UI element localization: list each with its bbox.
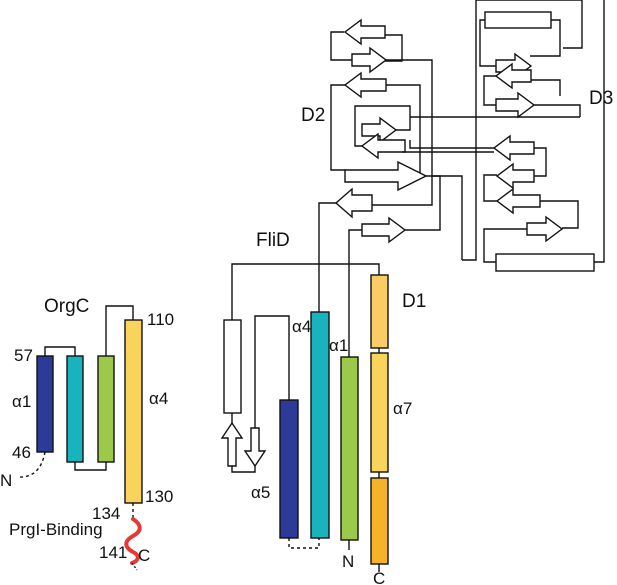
d2-strand-8 (361, 216, 407, 244)
orgc-res-57: 57 (14, 346, 33, 365)
orgc-res-141: 141 (99, 543, 127, 562)
prgi-binding-label: PrgI-Binding (9, 520, 103, 539)
d2-conn-6 (354, 105, 411, 147)
orgc-c-label: C (138, 546, 150, 565)
d3-strand-2 (494, 62, 532, 90)
orgc-loop-a3-a4 (105, 305, 134, 356)
d2-strand-1 (343, 18, 386, 46)
orgc-res-130: 130 (145, 487, 173, 506)
d3-conn-4 (530, 79, 561, 96)
d2-strand-4 (361, 116, 398, 144)
d1-label: D1 (402, 291, 426, 312)
orgc-helix-alpha3 (97, 355, 115, 463)
flid-a4-to-d2 (318, 202, 336, 312)
orgc-res-134: 134 (92, 504, 120, 523)
flid-d1-helix-bottom (370, 477, 389, 565)
orgc-c-end-dash (131, 562, 138, 571)
d3-helix-bottom (495, 253, 595, 272)
orgc-res-46: 46 (12, 443, 31, 462)
d2-strand-5 (360, 132, 406, 160)
d2-conn-2 (385, 34, 403, 62)
flid-alpha4-label: α4 (292, 317, 311, 336)
orgc-loop-a1-a2 (44, 346, 76, 356)
flid-a1-to-d2 (348, 229, 362, 357)
orgc-loop-a2-a3 (74, 462, 107, 471)
d3-conn-2 (530, 19, 561, 57)
orgc-alpha4-label: α4 (149, 389, 168, 408)
d2-conn-4 (330, 84, 345, 171)
orgc-n-terminus-dash (17, 451, 46, 478)
flid-top-connector (231, 263, 380, 320)
d3-strand-5 (495, 162, 535, 190)
orgc-group: OrgC 57 α1 46 N 110 α4 130 134 PrgI-Bind… (0, 296, 174, 571)
d2-strand-3 (343, 71, 387, 99)
flid-strand-hairpin (231, 466, 256, 473)
orgc-helix-alpha1 (36, 355, 54, 453)
d3-strand-6 (495, 187, 541, 215)
flid-alpha1-label: α1 (329, 336, 348, 355)
d3-frame-right (594, 0, 605, 263)
orgc-alpha1-label: α1 (12, 392, 31, 411)
d2-conn-3 (372, 59, 433, 206)
flid-strand-up (220, 421, 244, 467)
d3-conn-1 (479, 19, 496, 67)
flid-loop-strand-a5 (254, 315, 290, 436)
d3-conn-9 (483, 228, 527, 263)
orgc-n-label: N (0, 471, 12, 490)
flid-alpha5-label: α5 (251, 483, 270, 502)
d3-conn-3 (483, 75, 497, 106)
flid-helix-alpha5 (279, 399, 299, 539)
d3-conn-6 (533, 147, 547, 177)
d2-label: D2 (301, 105, 325, 126)
orgc-helix-alpha4 (124, 319, 143, 504)
d3-strand-4 (492, 134, 535, 162)
d3-conn-7 (483, 174, 497, 202)
d3-conn-5 (534, 104, 581, 117)
d3-helix-top (484, 11, 552, 29)
orgc-helix-alpha2 (66, 355, 84, 463)
prgi-binding-segment (124, 517, 142, 565)
flid-helix-alpha4 (310, 311, 330, 539)
orgc-title: OrgC (44, 296, 89, 317)
flid-white-helix (223, 319, 242, 414)
flid-n-label: N (342, 552, 354, 571)
flid-d1-helix-top (370, 274, 389, 349)
d2-strand-7 (334, 187, 373, 219)
d2-conn-1 (330, 31, 352, 61)
d3-frame-left-top (462, 0, 583, 261)
flid-d3-group: D3 (402, 0, 613, 272)
d3-cross-link-1 (409, 140, 494, 149)
d3-label: D3 (589, 88, 613, 109)
flid-d2-group: D2 (301, 18, 441, 244)
d3-strand-3 (495, 91, 536, 119)
d3-link-left (432, 175, 463, 260)
d3-strand-7 (526, 215, 564, 243)
d3-conn-8 (540, 200, 579, 229)
flid-title: FliD (256, 230, 290, 251)
flid-helix-alpha1 (340, 356, 359, 541)
orgc-res-110: 110 (147, 310, 174, 329)
flid-helix-alpha7 (370, 352, 389, 473)
flid-d1-group: FliD D1 α4 α1 α5 α7 N C (220, 202, 426, 585)
flid-c-label: C (373, 569, 385, 585)
flid-alpha7-label: α7 (393, 399, 412, 418)
flid-a5-a4-dash (288, 538, 320, 549)
d2-strand-2 (351, 46, 388, 74)
d2-strand-6 (344, 160, 428, 192)
flid-strand-down (243, 427, 267, 468)
